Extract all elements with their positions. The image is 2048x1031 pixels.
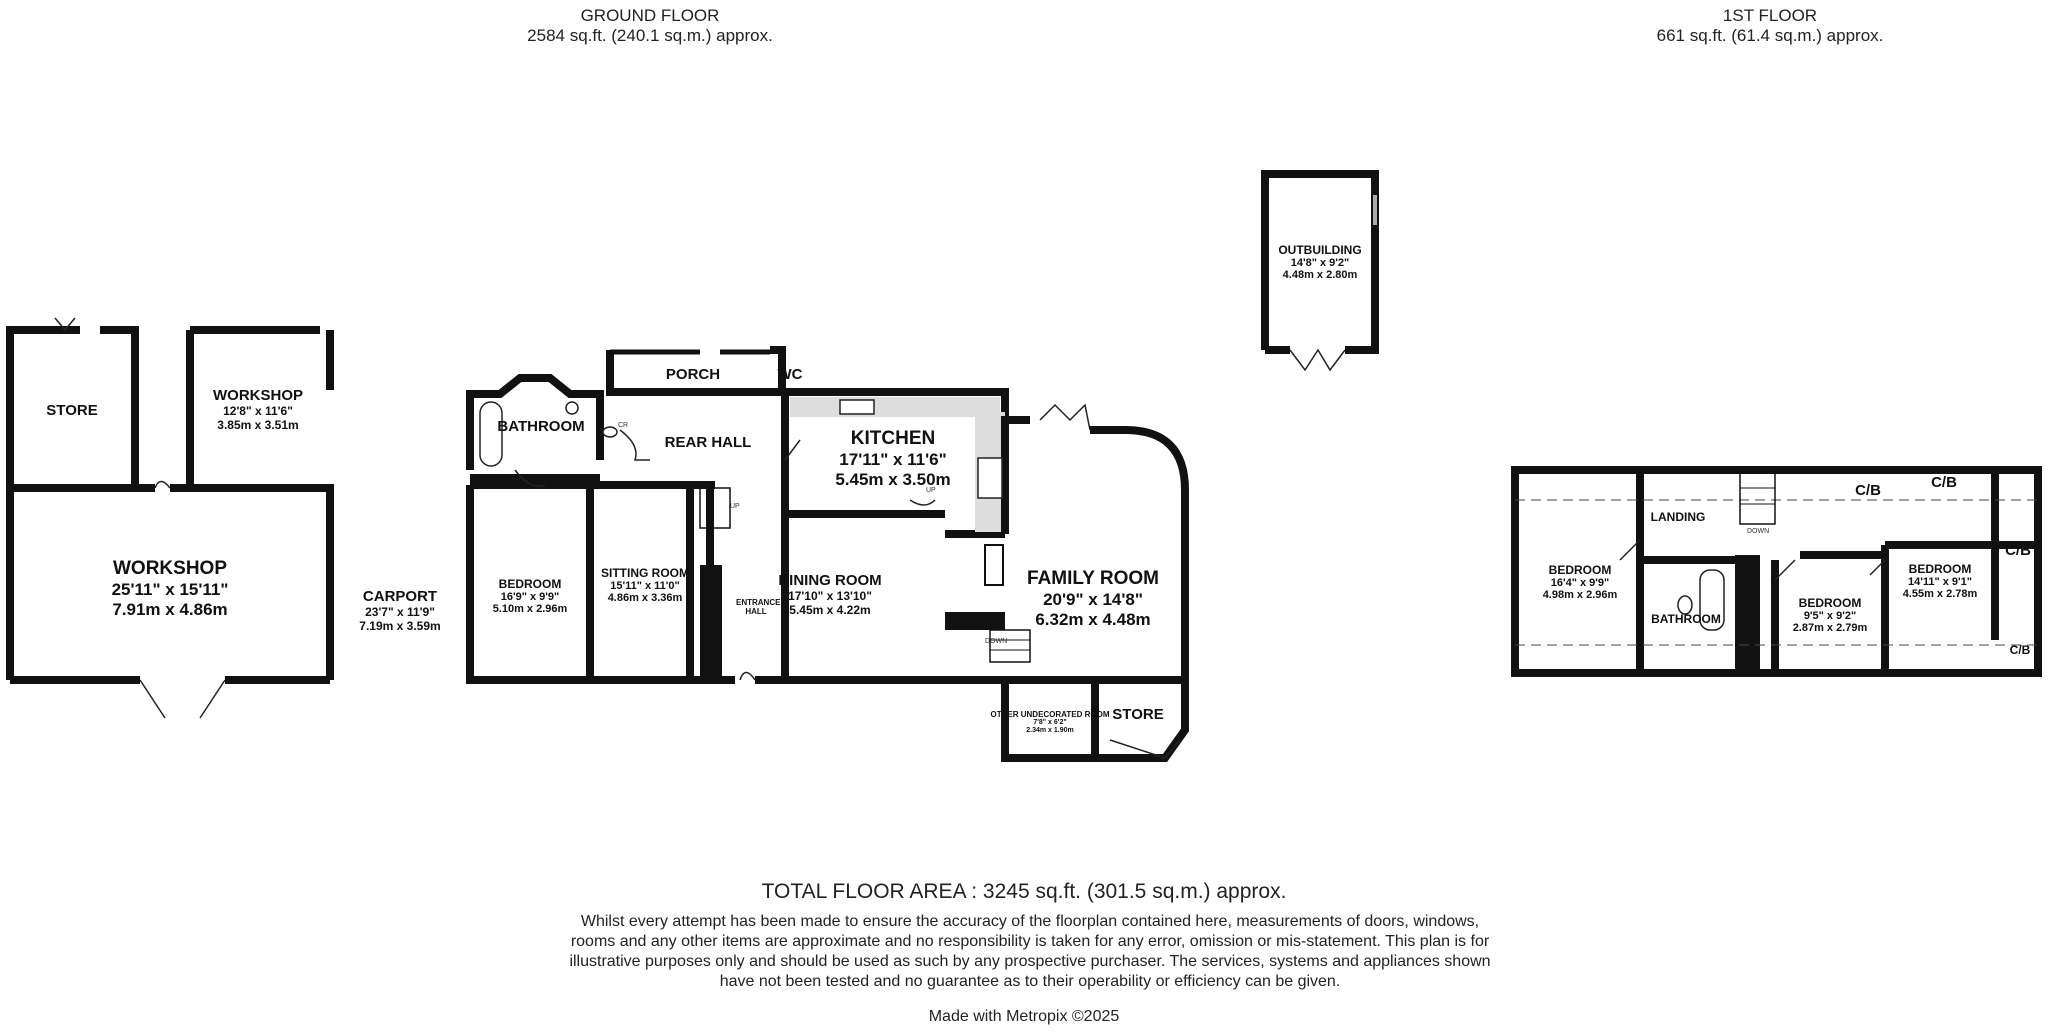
room-outbuilding: OUTBUILDING 14'8" x 9'2" 4.48m x 2.80m [1278,243,1361,281]
room-name: CARPORT [362,588,438,605]
room-entrance-hall: ENTRANCE HALL [736,598,781,616]
stairs-down-marker-first: DOWN [1747,528,1770,535]
room-store-left: STORE [46,402,97,419]
room-imperial: 12'8" x 11'6" [223,404,293,418]
room-name: WORKSHOP [213,387,303,404]
room-metric: 7.91m x 4.86m [112,600,228,619]
room-imperial: 14'8" x 9'2" [1290,257,1350,269]
room-imperial: 16'4" x 9'9" [1550,577,1610,589]
room-store-right: STORE [1112,706,1163,723]
room-name: WORKSHOP [113,558,227,579]
room-imperial: 9'5" x 9'2" [1803,610,1857,622]
first-floor-title: 1ST FLOOR [1722,6,1818,25]
cr-marker: CR [618,422,629,429]
room-imperial: 25'11" x 15'11" [111,580,229,599]
workshop-block [6,317,334,719]
first-floor-header: 1ST FLOOR 661 sq.ft. (61.4 sq.m.) approx… [1610,6,1930,46]
ground-floor-header: GROUND FLOOR 2584 sq.ft. (240.1 sq.m.) a… [480,6,820,46]
room-metric: 2.87m x 2.79m [1792,622,1868,634]
room-name: BEDROOM [498,577,562,591]
room-metric: 7.19m x 3.59m [359,619,441,633]
room-metric: 5.45m x 4.22m [789,603,871,617]
room-rear-hall: REAR HALL [665,434,752,451]
room-bathroom-first: BATHROOM [1651,612,1721,626]
room-imperial: 7'8" x 6'2" [1033,719,1067,726]
room-metric: 6.32m x 4.48m [1035,610,1151,629]
room-other-undecorated: OTHER UNDECORATED ROOM 7'8" x 6'2" 2.34m… [991,710,1110,735]
room-kitchen: KITCHEN 17'11" x 11'6" 5.45m x 3.50m [835,428,950,490]
room-name: PORCH [665,366,721,383]
room-cb-2: C/B [1931,474,1957,491]
room-name: SITTING ROOM [601,566,689,580]
room-name: ENTRANCE HALL [736,598,781,616]
room-name: REAR HALL [664,434,752,451]
room-cb-1: C/B [1855,482,1881,499]
room-name: BEDROOM [1908,562,1972,576]
room-name: C/B [1855,482,1881,499]
total-floor-area: TOTAL FLOOR AREA : 3245 sq.ft. (301.5 sq… [761,880,1287,903]
room-bedroom-1: BEDROOM 16'4" x 9'9" 4.98m x 2.96m [1543,563,1618,601]
made-with-credit: Made with Metropix ©2025 [928,1008,1120,1025]
room-name: STORE [46,402,98,419]
room-name: BATHROOM [1651,612,1721,626]
room-workshop-main: WORKSHOP 25'11" x 15'11" 7.91m x 4.86m [112,558,229,620]
room-name: BATHROOM [497,418,585,435]
room-name: LANDING [1650,510,1706,524]
room-metric: 5.10m x 2.96m [492,603,568,615]
room-carport: CARPORT 23'7" x 11'9" 7.19m x 3.59m [359,588,440,633]
room-metric: 4.48m x 2.80m [1282,269,1358,281]
room-name: C/B [2005,542,2031,559]
room-metric: 5.45m x 3.50m [835,470,951,489]
room-workshop-small: WORKSHOP 12'8" x 11'6" 3.85m x 3.51m [213,387,303,432]
main-house [466,346,1189,762]
room-name: C/B [2009,643,2031,657]
room-imperial: 15'11" x 11'0" [610,580,680,592]
disclaimer-text: Whilst every attempt has been made to en… [569,913,1491,990]
ground-floor-title: GROUND FLOOR [580,6,720,25]
room-name: OUTBUILDING [1278,243,1362,257]
room-porch: PORCH [666,366,720,383]
room-wc: WC [778,366,803,383]
room-metric: 3.85m x 3.51m [217,418,299,432]
first-floor-plan [1511,466,2042,677]
room-imperial: 17'10" x 13'10" [788,589,872,603]
room-name: BEDROOM [1548,563,1612,577]
room-name: FAMILY ROOM [1027,568,1159,589]
room-name: WC [777,366,803,383]
room-cb-3: C/B [2005,542,2031,559]
room-metric: 4.55m x 2.78m [1902,588,1978,600]
room-imperial: 16'9" x 9'9" [500,591,560,603]
stairs-down-marker: DOWN [985,638,1008,645]
room-cb-4: C/B [2010,643,2031,657]
room-name: C/B [1931,474,1957,491]
room-metric: 2.34m x 1.90m [1026,727,1074,734]
room-name: DINING ROOM [778,572,882,589]
room-bedroom-2: BEDROOM 9'5" x 9'2" 2.87m x 2.79m [1793,596,1868,634]
room-dining-room: DINING ROOM 17'10" x 13'10" 5.45m x 4.22… [778,572,881,617]
room-landing: LANDING [1651,510,1706,524]
room-family-room: FAMILY ROOM 20'9" x 14'8" 6.32m x 4.48m [1027,568,1159,630]
first-floor-area: 661 sq.ft. (61.4 sq.m.) approx. [1656,26,1884,45]
room-imperial: 14'11" x 9'1" [1908,576,1972,588]
room-name: BEDROOM [1798,596,1862,610]
room-name: KITCHEN [850,428,936,449]
room-imperial: 17'11" x 11'6" [839,450,947,469]
room-metric: 4.86m x 3.36m [607,592,683,604]
stairs-ground [699,487,1031,663]
room-sitting-room: SITTING ROOM 15'11" x 11'0" 4.86m x 3.36… [601,566,689,604]
room-name: OTHER UNDECORATED ROOM [990,710,1110,719]
room-metric: 4.98m x 2.96m [1542,589,1618,601]
stairs-up-marker-kitchen: UP [926,487,936,494]
room-bedroom-3: BEDROOM 14'11" x 9'1" 4.55m x 2.78m [1903,562,1978,600]
stairs-up-marker: UP [730,503,740,510]
ground-floor-area: 2584 sq.ft. (240.1 sq.m.) approx. [527,26,773,45]
room-bedroom-ground: BEDROOM 16'9" x 9'9" 5.10m x 2.96m [493,577,568,615]
room-imperial: 20'9" x 14'8" [1043,590,1143,609]
room-bathroom-ground: BATHROOM [497,418,584,435]
outbuilding-shape [1261,170,1379,372]
room-name: STORE [1112,706,1164,723]
room-imperial: 23'7" x 11'9" [365,605,435,619]
